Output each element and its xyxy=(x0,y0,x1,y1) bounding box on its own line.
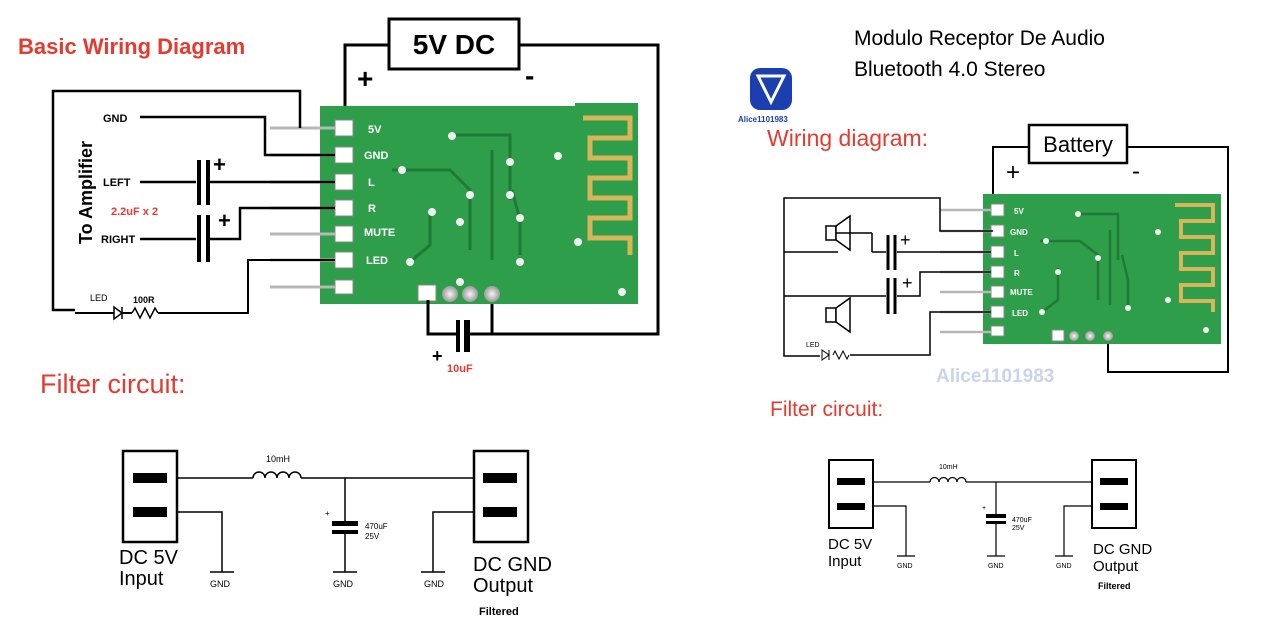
brand-logo: Alice1101983 xyxy=(738,68,792,124)
right-filter-output-line2: Output xyxy=(1093,558,1139,575)
led-diode-symbol xyxy=(113,305,124,321)
right-panel: Modulo Receptor De Audio Bluetooth 4.0 S… xyxy=(738,27,1229,591)
right-filter-output-line1: DC GND xyxy=(1093,541,1152,558)
pin-label-mute: MUTE xyxy=(364,227,395,239)
filter-output-line1: DC GND xyxy=(473,554,552,576)
cap-right-plus: + xyxy=(218,208,231,233)
resistor-label: 100R xyxy=(133,295,155,305)
left-channel-label: LEFT xyxy=(103,177,131,189)
right-title: Wiring diagram: xyxy=(767,125,928,151)
battery-label: Battery xyxy=(1043,132,1113,157)
led-label: LED xyxy=(90,293,108,303)
cap-left-plus: + xyxy=(213,152,226,177)
right-inductor-symbol xyxy=(929,476,967,483)
right-filter-input-connector xyxy=(828,459,874,529)
right-pin-label-r: R xyxy=(1014,269,1020,278)
battery-plus: + xyxy=(1006,159,1020,186)
speaker-right-icon xyxy=(825,296,851,334)
filter-cap-value: 470uF xyxy=(365,522,388,531)
right-pcb-vias xyxy=(1039,211,1209,333)
pcb-vias xyxy=(398,132,626,296)
right-cap-r-plus: + xyxy=(902,273,913,293)
right-cap-l-plus: + xyxy=(900,230,911,250)
right-filter-input-line1: DC 5V xyxy=(828,536,872,553)
right-channel-label: RIGHT xyxy=(101,234,136,246)
resistor-symbol xyxy=(131,306,159,320)
right-heading-line2: Bluetooth 4.0 Stereo xyxy=(854,58,1045,81)
cap-10uf-plate-minus xyxy=(464,320,470,352)
pcb-pin-pads xyxy=(334,119,354,295)
filter-filtered-label: Filtered xyxy=(479,606,519,618)
watermark-text: Alice1101983 xyxy=(936,366,1054,387)
gnd-wire xyxy=(140,115,335,157)
inductor-symbol xyxy=(252,471,302,479)
cap-10uf-label: 10uF xyxy=(447,363,473,375)
power-label: 5V DC xyxy=(413,29,495,60)
filter-gnd-2: GND xyxy=(333,579,354,589)
right-inductor-label: 10mH xyxy=(939,464,958,471)
logo-text: Alice1101983 xyxy=(738,115,788,124)
battery-box xyxy=(1027,123,1129,165)
led-loop-wire xyxy=(51,89,302,312)
pin-label-l: L xyxy=(368,177,375,189)
filter-output-connector xyxy=(472,449,530,544)
left-title: Basic Wiring Diagram xyxy=(18,34,245,59)
filter-cap-plate xyxy=(332,521,358,526)
cap-10uf-wire xyxy=(426,300,456,336)
right-filter-cap-plate xyxy=(986,514,1006,518)
pin-label-gnd: GND xyxy=(364,150,389,162)
right-filter-gnd-1: GND xyxy=(897,563,913,570)
right-filter-output-connector xyxy=(1091,459,1137,529)
cap-value-label: 2.2uF x 2 xyxy=(111,206,158,218)
power-plus-sign: + xyxy=(357,63,373,94)
right-resistor-symbol xyxy=(832,349,850,361)
right-pin-label-l: L xyxy=(1014,249,1019,258)
right-filter-cap-plus: + xyxy=(982,505,986,512)
left-panel: Basic Wiring Diagram 5V DC + - xyxy=(18,17,660,618)
pin-label-r: R xyxy=(368,203,376,215)
pcb-traces xyxy=(392,133,522,264)
filter-input-connector xyxy=(121,449,179,544)
right-pin-label-mute: MUTE xyxy=(1010,288,1033,297)
right-pcb-antenna xyxy=(1175,203,1215,312)
gnd-label: GND xyxy=(103,113,128,125)
filter-input-line1: DC 5V xyxy=(119,547,179,569)
right-led-label: LED xyxy=(806,342,820,349)
right-filter-filtered-label: Filtered xyxy=(1098,581,1131,591)
right-pcb-bottom-pads xyxy=(1051,329,1113,342)
right-filter-gnd-2: GND xyxy=(988,563,1004,570)
right-pin-label-gnd: GND xyxy=(1010,228,1028,237)
right-pcb-traces xyxy=(1040,212,1130,313)
filter-gnd-1: GND xyxy=(210,579,231,589)
right-filter-input-line2: Input xyxy=(828,553,862,570)
right-heading-line1: Modulo Receptor De Audio xyxy=(854,27,1105,50)
right-filter-title: Filter circuit: xyxy=(770,398,883,421)
right-pin-label-led: LED xyxy=(1012,309,1028,318)
battery-minus: - xyxy=(1132,158,1140,185)
filter-cap-plus: + xyxy=(325,509,330,518)
right-pin-label-5v: 5V xyxy=(1014,207,1024,216)
power-plus-wire xyxy=(343,43,389,128)
right-filter-cap-value: 470uF xyxy=(1012,517,1032,524)
power-minus-sign: - xyxy=(525,60,534,91)
right-filter-cap-voltage: 25V xyxy=(1012,525,1025,532)
inductor-label: 10mH xyxy=(266,454,290,464)
filter-input-line2: Input xyxy=(119,568,164,590)
right-led-diode-symbol xyxy=(821,349,830,361)
filter-cap-voltage: 25V xyxy=(365,532,380,541)
pin-label-5v: 5V xyxy=(368,124,382,136)
right-filter-gnd-3: GND xyxy=(1056,563,1072,570)
filter-output-line2: Output xyxy=(473,575,533,597)
to-amplifier-label: To Amplifier xyxy=(76,141,96,244)
power-minus-wire xyxy=(490,43,660,336)
left-filter-title: Filter circuit: xyxy=(40,369,186,399)
pcb-antenna xyxy=(583,115,633,255)
filter-gnd-3: GND xyxy=(424,579,445,589)
pin-label-led: LED xyxy=(366,255,388,267)
cap-10uf-plus: + xyxy=(432,346,443,366)
